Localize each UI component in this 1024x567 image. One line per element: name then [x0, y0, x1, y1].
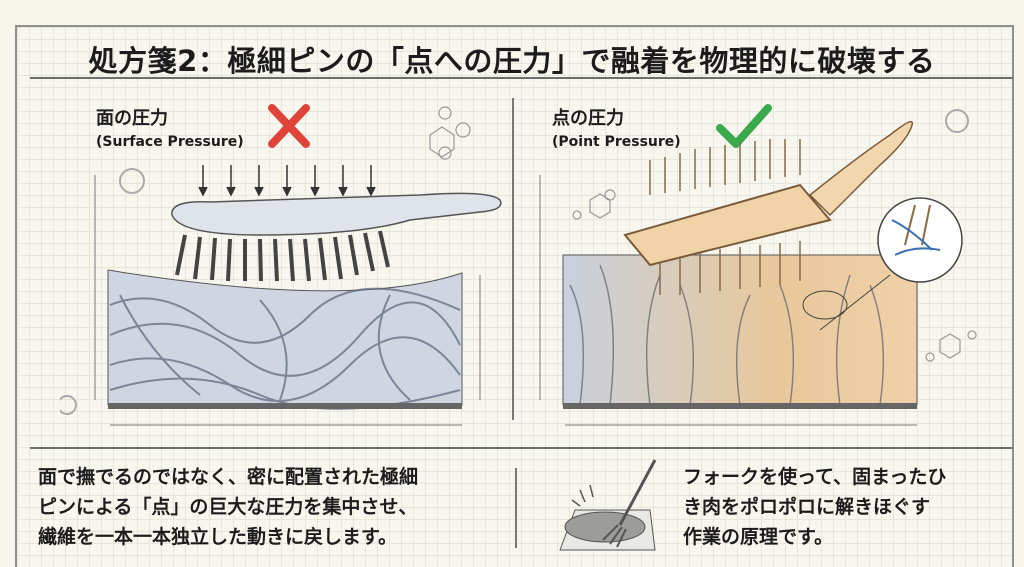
brush-bristles	[175, 230, 390, 282]
molecule-icon	[429, 106, 471, 160]
surface-pressure-en: (Surface Pressure)	[96, 134, 244, 150]
base-plate	[108, 403, 462, 409]
surface-vs-point-explanation: 面で撫でるのではなく、密に配置された極細 ピンによる「点」の巨大な圧力を集中させ…	[38, 466, 419, 548]
page-title: 処方箋2：極細ピンの「点への圧力」で融着を物理的に破壊する	[88, 44, 936, 78]
bubble-icon	[945, 109, 969, 133]
bubble-icon	[60, 395, 77, 415]
title-divider	[30, 77, 1013, 79]
molecule-icon	[572, 189, 977, 362]
bubble-icon	[119, 168, 145, 194]
cross-icon	[268, 104, 310, 148]
point-pressure-en: (Point Pressure)	[552, 134, 681, 150]
check-icon	[716, 104, 772, 148]
panel-divider	[512, 98, 514, 420]
bottom-divider	[30, 447, 1013, 449]
bottom-vertical-divider	[515, 468, 517, 548]
brush-head	[623, 183, 832, 267]
fork-minced-meat-icon	[559, 459, 657, 551]
brush-pins	[649, 139, 801, 295]
surface-pressure-jp: 面の圧力	[96, 108, 168, 129]
brush-handle	[808, 120, 914, 217]
pressure-arrows	[198, 165, 376, 197]
surface-pressure-label: 面の圧力 (Surface Pressure)	[96, 104, 244, 150]
surface-brush-illustration	[60, 106, 502, 426]
slicker-brush-illustration	[539, 109, 977, 426]
point-pressure-label: 点の圧力 (Point Pressure)	[552, 104, 681, 150]
base-plate	[563, 403, 917, 409]
brush-handle	[171, 192, 502, 236]
fork-analogy-explanation: フォークを使って、固まったひ き肉をポロポロに解きほぐす 作業の原理です。	[683, 466, 947, 548]
point-pressure-jp: 点の圧力	[552, 108, 624, 129]
